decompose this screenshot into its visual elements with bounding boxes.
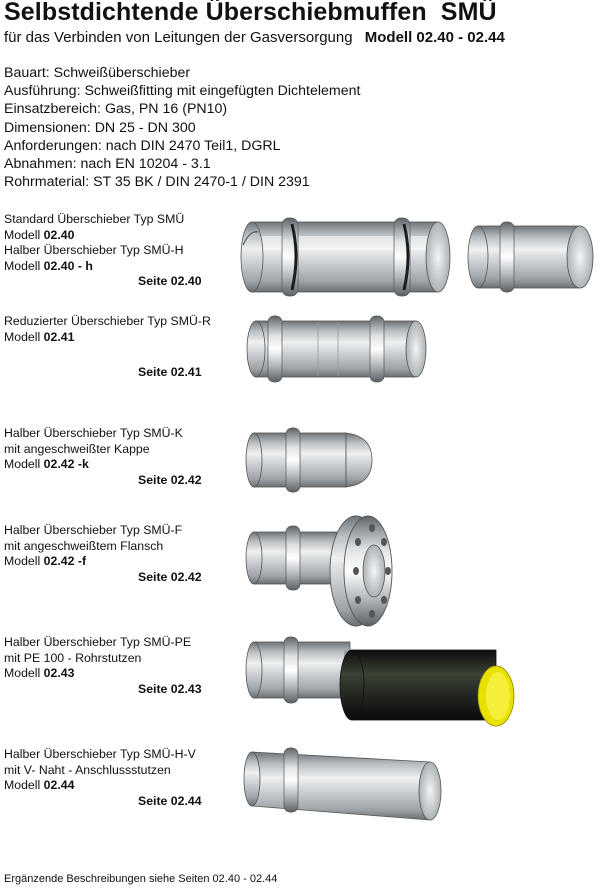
- entry-smu: Standard Überschieber Typ SMÜ Modell 02.…: [4, 212, 202, 290]
- smu-f-flange-image: [245, 515, 393, 627]
- smu-k-cap-image: [245, 427, 373, 493]
- spec-line: Anforderungen: nach DIN 2470 Teil1, DGRL: [4, 137, 281, 154]
- spec-line: Rohrmaterial: ST 35 BK / DIN 2470-1 / DI…: [4, 174, 310, 191]
- footer-note: Ergänzende Beschreibungen siehe Seiten 0…: [4, 873, 278, 885]
- entry-smu-r: Reduzierter Überschieber Typ SMÜ-R Model…: [4, 314, 211, 380]
- spec-line: Ausführung: Schweißfitting mit eingefügt…: [4, 83, 361, 100]
- entry-type: Reduzierter Überschieber Typ SMÜ-R: [4, 314, 211, 328]
- entry-detail: mit angeschweißter Kappe: [4, 441, 150, 456]
- smu-r-reduced-image: [246, 315, 427, 383]
- entry-detail: mit angeschweißtem Flansch: [4, 538, 164, 553]
- entry-model: Modell 02.40: [4, 227, 75, 242]
- entry-smu-pe: Halber Überschieber Typ SMÜ-PE mit PE 10…: [4, 635, 202, 697]
- subtitle-text: für das Verbinden von Leitungen der Gasv…: [4, 29, 353, 46]
- model-range: Modell 02.40 - 02.44: [364, 29, 505, 46]
- entry-type: Halber Überschieber Typ SMÜ-K: [4, 426, 183, 440]
- smu-pe-image: [245, 636, 515, 727]
- spec-line: Einsatzbereich: Gas, PN 16 (PN10): [4, 101, 228, 118]
- smu-h-v-image: [243, 747, 442, 821]
- page-reference: Seite 02.44: [138, 793, 202, 808]
- entry-type: Halber Überschieber Typ SMÜ-F: [4, 523, 183, 537]
- entry-smu-k: Halber Überschieber Typ SMÜ-K mit angesc…: [4, 426, 202, 488]
- entry-smu-f: Halber Überschieber Typ SMÜ-F mit angesc…: [4, 523, 202, 585]
- page-reference: Seite 02.42: [138, 569, 202, 584]
- entry-model: Modell 02.41: [4, 329, 75, 344]
- entry-type: Halber Überschieber Typ SMÜ-H: [4, 243, 184, 258]
- entry-smu-h-v: Halber Überschieber Typ SMÜ-H-V mit V- N…: [4, 747, 202, 809]
- spec-line: Dimensionen: DN 25 - DN 300: [4, 119, 196, 136]
- entry-type: Halber Überschieber Typ SMÜ-H-V: [4, 747, 196, 761]
- entry-model: Modell 02.43: [4, 666, 75, 681]
- spec-line: Abnahmen: nach EN 10204 - 3.1: [4, 156, 211, 173]
- entry-model: Modell 02.42 -k: [4, 457, 89, 472]
- smu-standard-cutaway-image: [240, 217, 451, 297]
- page-reference: Seite 02.42: [138, 472, 202, 487]
- page-reference: Seite 02.41: [138, 364, 202, 379]
- page-reference: Seite 02.43: [138, 681, 202, 696]
- page-title: Selbstdichtende Überschiebmuffen SMÜ: [4, 0, 497, 26]
- spec-list: Bauart: Schweißüberschieber Ausführung: …: [4, 64, 360, 191]
- entry-model: Modell 02.44: [4, 778, 75, 793]
- entry-detail: mit V- Naht - Anschlussstutzen: [4, 762, 171, 777]
- entry-model: Modell 02.42 -f: [4, 554, 87, 569]
- entry-model: Modell 02.40 - h: [4, 258, 93, 273]
- spec-line: Bauart: Schweißüberschieber: [4, 65, 191, 81]
- entry-type: Halber Überschieber Typ SMÜ-PE: [4, 635, 192, 649]
- entry-type: Standard Überschieber Typ SMÜ: [4, 212, 185, 226]
- smu-h-half-image: [467, 221, 594, 293]
- entry-detail: mit PE 100 - Rohrstutzen: [4, 650, 142, 665]
- page-reference: Seite 02.40: [138, 274, 202, 289]
- page-subtitle: für das Verbinden von Leitungen der Gasv…: [4, 29, 505, 46]
